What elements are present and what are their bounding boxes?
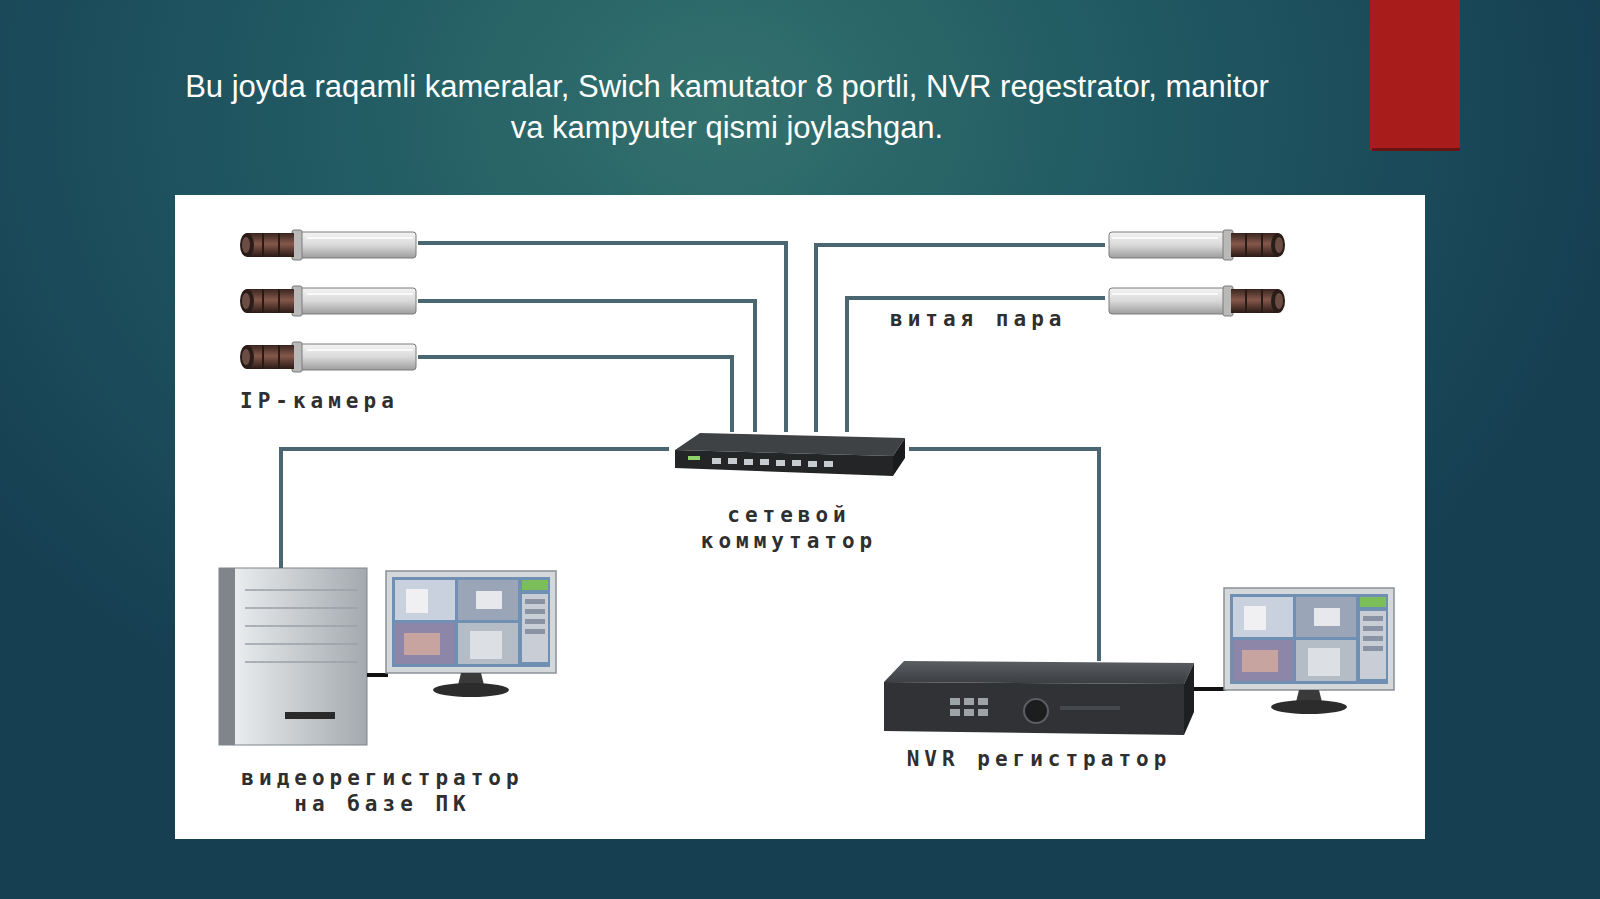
network-switch (675, 433, 905, 476)
monitor (1224, 588, 1394, 714)
ip-camera (240, 230, 416, 260)
node-label: видеорегистратор на базе ПК (233, 765, 533, 817)
ip-camera (240, 342, 416, 372)
monitor-cable (367, 673, 388, 677)
nvr-recorder-node: NVR регистратор (884, 661, 1194, 772)
slide-title: Bu joyda raqamli kameralar, Swich kamuta… (170, 66, 1284, 148)
connector (909, 449, 1099, 661)
diagram-panel (175, 195, 1425, 839)
ip-camera (1109, 230, 1285, 260)
node-label: NVR регистратор (907, 746, 1172, 772)
camera-label: IP-камера (240, 388, 399, 414)
cable-label: витая пара (890, 306, 1066, 332)
pc-recorder-node: видеорегистратор на базе ПК (215, 568, 550, 817)
ip-camera (240, 286, 416, 316)
twisted-pair-wires (418, 243, 1105, 432)
connector (281, 449, 669, 568)
accent-bar (1370, 0, 1460, 150)
nvr-recorder (884, 661, 1194, 735)
node-label: сетевой коммутатор (673, 502, 905, 554)
pc-tower (219, 568, 367, 745)
network-switch-node: сетевой коммутатор (669, 432, 909, 554)
ip-camera (1109, 286, 1285, 316)
accent-shadow (1372, 148, 1460, 151)
monitor (386, 571, 556, 697)
monitor-cable (1194, 687, 1226, 691)
